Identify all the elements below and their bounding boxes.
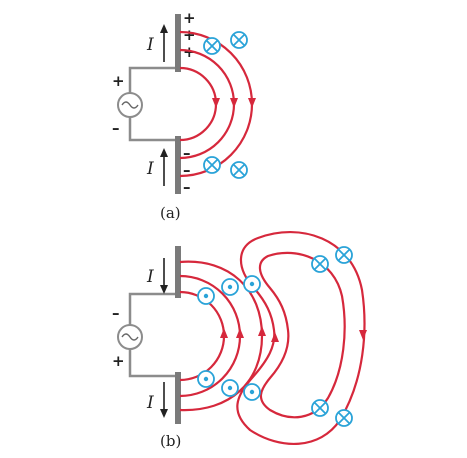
panel-a-charge-bottom-3: –: [183, 178, 191, 196]
panel-b-out-of-page-icon-4: [197, 370, 215, 388]
panel-b-into-page-icon-4: [335, 409, 353, 427]
panel-a-charge-bottom-2: –: [183, 161, 191, 179]
panel-b-field-arrow-outer: [258, 326, 266, 336]
panel-a-current-label-bottom: I: [146, 159, 154, 179]
panel-b-field-arrow-inner: [220, 328, 228, 338]
panel-a-source-plus: +: [112, 72, 125, 90]
panel-b-loop-arrow-right: [359, 330, 367, 340]
panel-a-charge-top-3: +: [183, 43, 196, 61]
panel-b-current-label-top: I: [146, 267, 154, 287]
panel-a: + – + + + – – – I I: [112, 9, 256, 222]
panel-a-field-line-inner: [179, 66, 218, 142]
panel-b-caption: (b): [160, 432, 181, 450]
panel-b-current-arrow-top: [160, 258, 168, 294]
panel-b-wire-bottom: [128, 349, 176, 378]
panel-a-current-label-top: I: [146, 35, 154, 55]
panel-a-field-arrow-middle: [230, 98, 238, 108]
panel-a-current-arrow-top: [160, 24, 168, 62]
panel-b-current-arrow-bottom: [160, 382, 168, 418]
panel-b-into-page-icon-1: [311, 255, 329, 273]
panel-a-field-line-middle: [179, 48, 236, 160]
panel-b: – + I I: [112, 230, 367, 450]
panel-b-loop-arrow-left: [271, 332, 279, 342]
panel-a-source-minus: –: [112, 119, 120, 137]
panel-a-into-page-icon-2: [230, 31, 248, 49]
panel-b-out-of-page-icon-3: [243, 275, 261, 293]
panel-a-charge-bottom-1: –: [183, 144, 191, 162]
panel-a-into-page-icon-1: [203, 37, 221, 55]
panel-b-current-label-bottom: I: [146, 393, 154, 413]
panel-a-wire-top: [128, 66, 176, 93]
panel-b-into-page-icon-3: [311, 399, 329, 417]
panel-b-field-loop-inner: [258, 251, 346, 419]
panel-a-wire-bottom: [128, 117, 176, 142]
panel-b-source-top: –: [112, 304, 120, 322]
panel-a-current-arrow-bottom: [160, 148, 168, 186]
panel-b-wire-top: [128, 292, 176, 325]
panel-a-field-arrow-inner: [212, 98, 220, 108]
panel-a-into-page-icon-4: [230, 161, 248, 179]
panel-b-source-bottom: +: [112, 352, 125, 370]
panel-a-charge-top-1: +: [183, 9, 196, 27]
panel-b-out-of-page-icon-1: [197, 287, 215, 305]
panel-a-field-arrow-outer: [248, 98, 256, 108]
panel-b-out-of-page-icon-2: [221, 278, 239, 296]
panel-b-field-line-inner: [179, 290, 226, 382]
panel-b-into-page-icon-2: [335, 246, 353, 264]
panel-a-caption: (a): [160, 204, 181, 222]
panel-b-out-of-page-icon-6: [243, 383, 261, 401]
panel-a-ac-source-icon: [117, 92, 143, 118]
panel-b-field-arrow-middle: [236, 328, 244, 338]
panel-a-charge-top-2: +: [183, 26, 196, 44]
panel-b-ac-source-icon: [117, 324, 143, 350]
panel-a-into-page-icon-3: [203, 156, 221, 174]
panel-b-field-loop-outer: [236, 230, 366, 446]
panel-b-out-of-page-icon-5: [221, 379, 239, 397]
